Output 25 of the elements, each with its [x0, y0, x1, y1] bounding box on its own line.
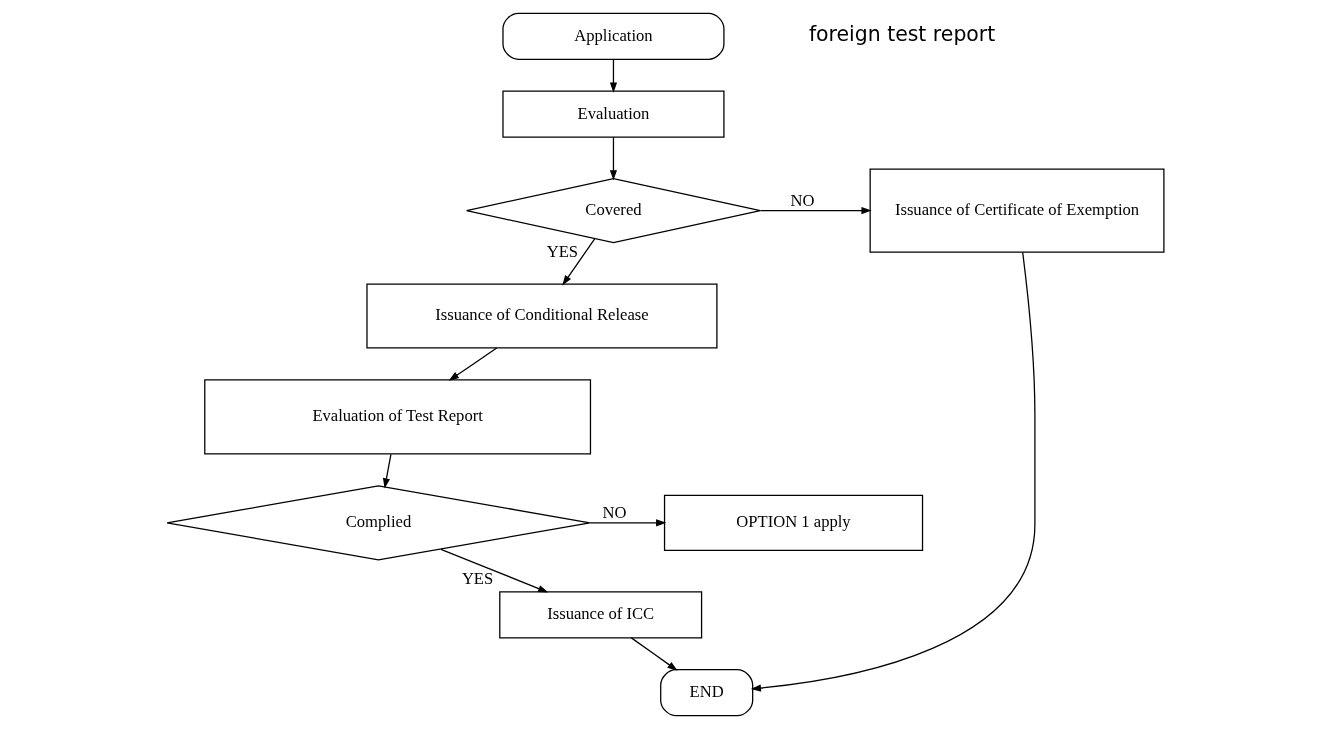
arrow [448, 347, 497, 381]
node-box: Issuance of Certificate of Exemption [869, 168, 1165, 253]
edge-label: NO [602, 503, 626, 523]
node-diamond: Covered [465, 178, 761, 244]
arrow [750, 251, 1036, 692]
arrow [609, 136, 617, 181]
arrow [439, 548, 548, 593]
arrow [630, 637, 678, 671]
arrow [561, 238, 595, 286]
arrow [759, 207, 872, 215]
node-box: END [659, 669, 753, 717]
label: foreign test report [808, 22, 995, 47]
edge-label: YES [461, 568, 493, 588]
node-box: Evaluation of Test Report [203, 379, 591, 455]
node-box: Application [501, 12, 725, 60]
node-box: OPTION 1 apply [663, 494, 923, 551]
edge-label: YES [546, 241, 578, 261]
node-box: Evaluation [501, 90, 725, 138]
edge-label: NO [789, 191, 814, 211]
arrow [382, 453, 392, 489]
node-box: Issuance of Conditional Release [365, 283, 718, 349]
arrow [588, 519, 666, 527]
node-box: Issuance of ICC [498, 591, 702, 639]
node-diamond: Complied [165, 485, 590, 561]
arrow [609, 58, 617, 93]
